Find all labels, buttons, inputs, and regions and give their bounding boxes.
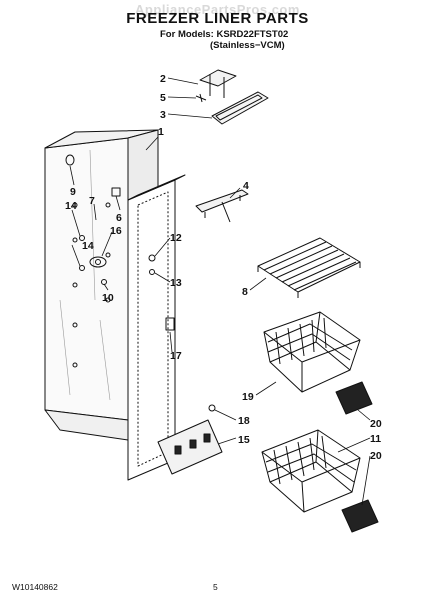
callout-4: 4 [243, 180, 249, 192]
part-4 [195, 189, 249, 213]
callout-8: 8 [242, 286, 248, 298]
page-number: 5 [213, 582, 218, 592]
callout-15: 15 [238, 434, 250, 446]
callout-14a: 14 [65, 200, 77, 212]
part-17 [165, 317, 175, 331]
screw-hole [72, 202, 78, 208]
callout-18: 18 [238, 415, 250, 427]
watermark: AppliancePartsPros.com [135, 2, 300, 17]
callout-7: 7 [89, 195, 95, 207]
callout-16: 16 [110, 225, 122, 237]
callout-2: 2 [160, 73, 166, 85]
callout-11: 11 [370, 433, 381, 445]
callout-13: 13 [170, 277, 182, 289]
callout-20b: 20 [370, 450, 382, 462]
callout-14b: 14 [82, 240, 94, 252]
part-3 [211, 91, 269, 125]
part-5 [195, 93, 207, 103]
part-20-upper [335, 381, 373, 415]
part-19-basket [263, 311, 361, 393]
part-20-lower [341, 499, 379, 533]
models-block: For Models: KSRD22FTST02 (Stainless−VCM) [160, 29, 288, 51]
models-sub: (Stainless−VCM) [210, 40, 285, 51]
callout-10: 10 [102, 292, 114, 304]
part-13 [149, 269, 155, 275]
part-11-basket [261, 429, 361, 513]
part-15-control-strip [157, 419, 223, 475]
callout-9: 9 [70, 186, 76, 198]
callout-3: 3 [160, 109, 166, 121]
callout-20a: 20 [370, 418, 382, 430]
callout-19: 19 [242, 391, 254, 403]
callout-6: 6 [116, 212, 122, 224]
page-title: FREEZER LINER PARTS [126, 10, 309, 27]
callout-1: 1 [158, 126, 164, 138]
part-light-fixture [65, 154, 75, 166]
liner-left-wall [44, 137, 129, 421]
part-18 [208, 404, 216, 412]
callout-17: 17 [170, 350, 182, 362]
part-damper [89, 256, 107, 268]
callout-5: 5 [160, 92, 166, 104]
models-line: For Models: KSRD22FTST02 [160, 29, 289, 40]
part-8-wire-shelf [257, 237, 361, 298]
part-2 [199, 69, 237, 87]
footer-code: W10140862 [12, 582, 58, 592]
part-12 [148, 254, 156, 262]
callout-12: 12 [170, 232, 182, 244]
